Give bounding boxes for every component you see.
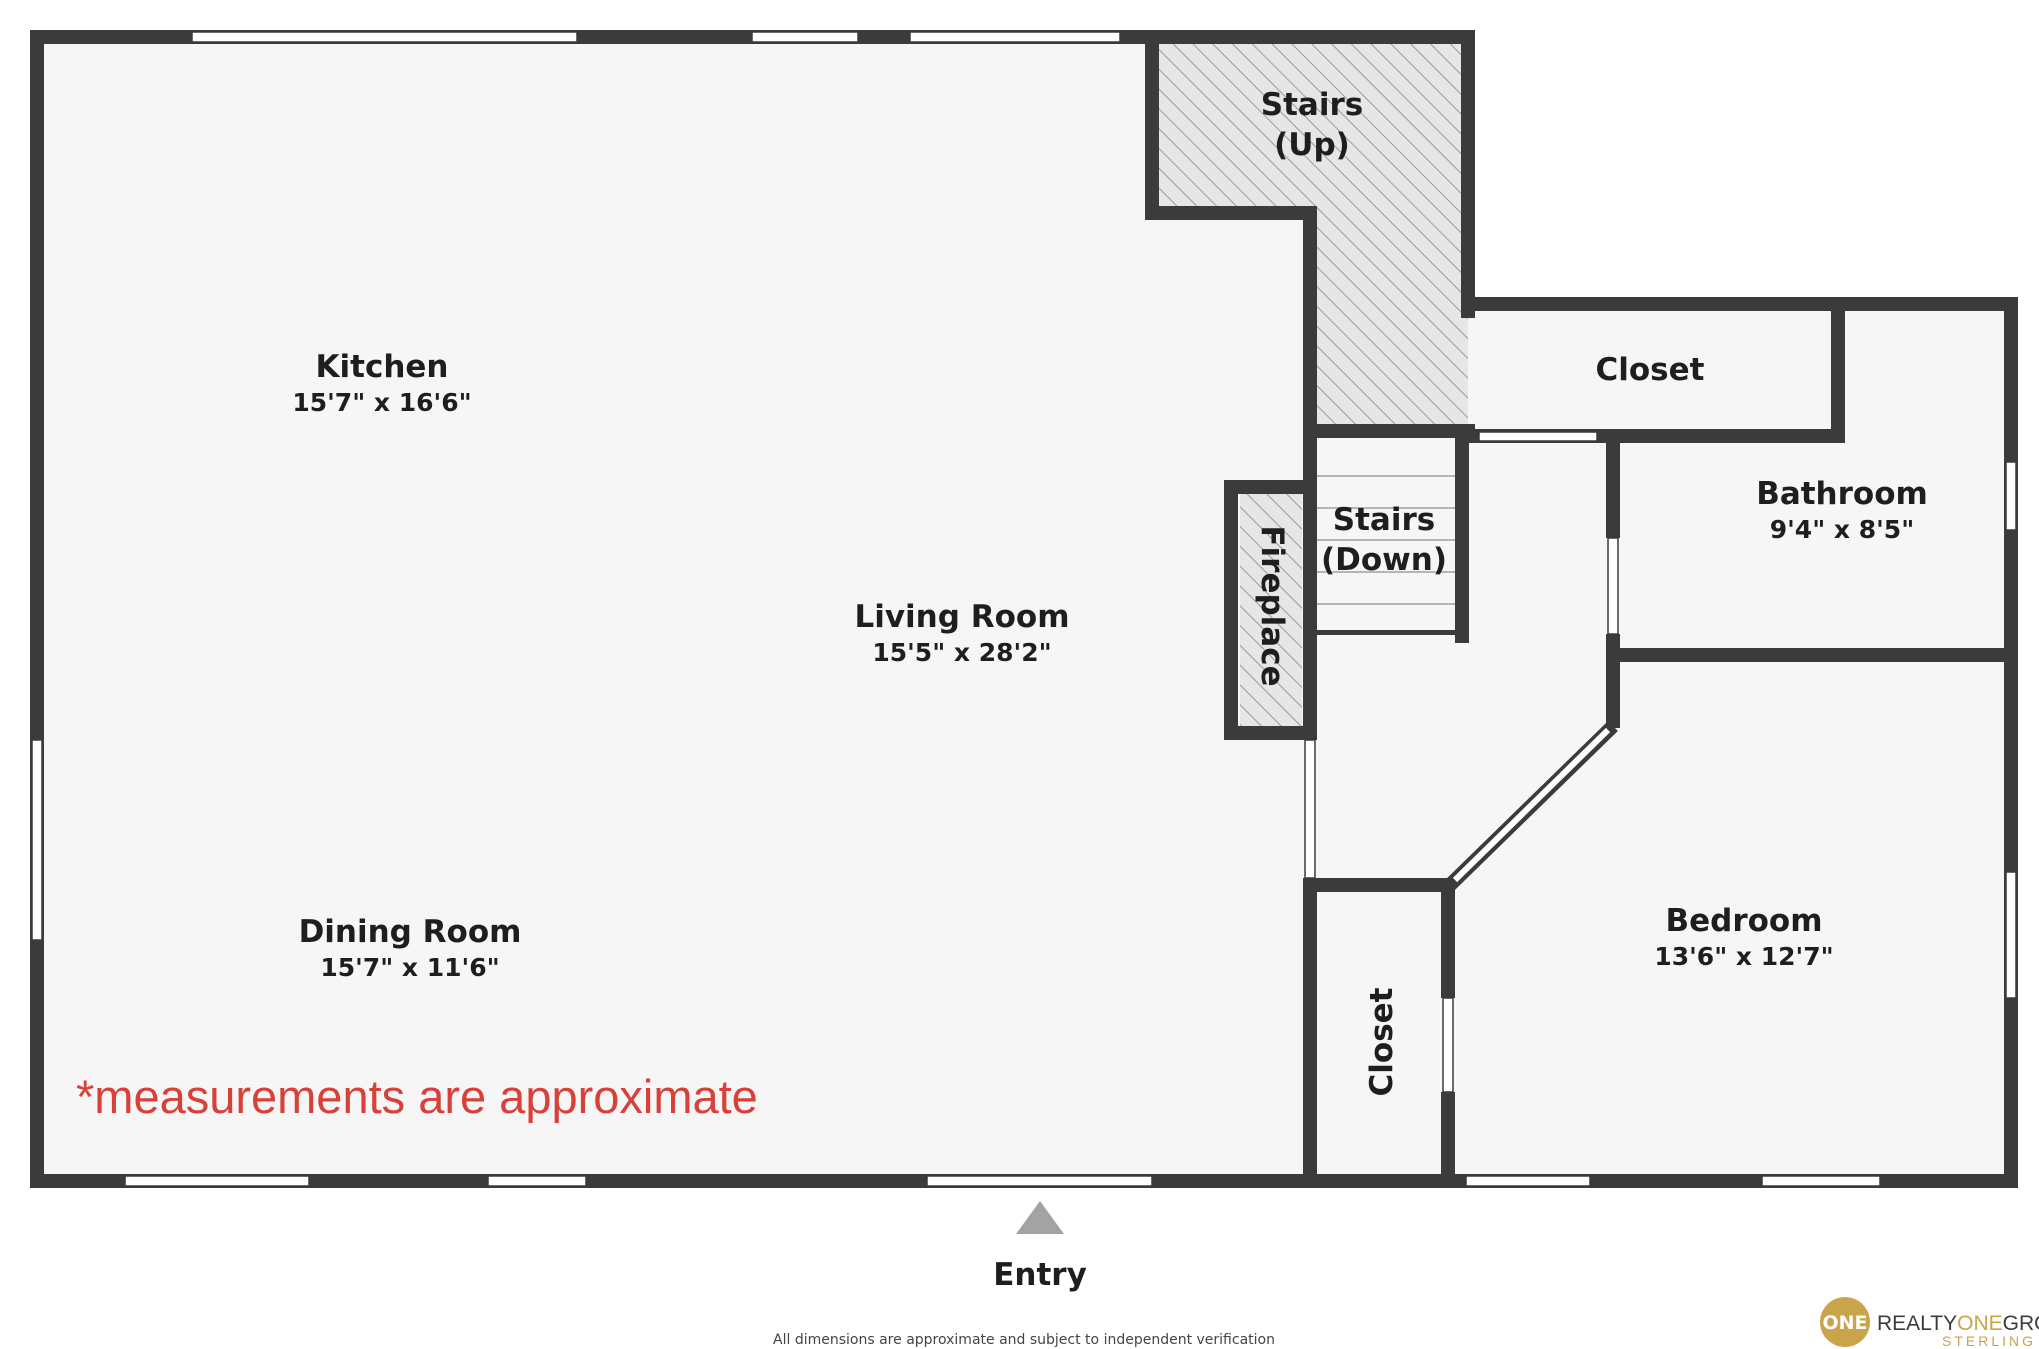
fireplace-area (1240, 494, 1302, 726)
bathroom-name: Bathroom (1756, 476, 1928, 512)
bedroom-name: Bedroom (1665, 903, 1822, 939)
realty-logo: ONE REALTYONEGROUP STERLING (1820, 1297, 2039, 1349)
dining-room-name: Dining Room (299, 914, 522, 950)
entry-arrow-icon (1016, 1201, 1064, 1234)
closet-top-name: Closet (1596, 352, 1705, 388)
stairs-up-area (1152, 38, 1468, 432)
bedroom-dims: 13'6" x 12'7" (1654, 942, 1833, 971)
bathroom-dims: 9'4" x 8'5" (1770, 515, 1914, 544)
kitchen-name: Kitchen (315, 349, 448, 385)
measurement-disclaimer: *measurements are approximate (76, 1070, 758, 1123)
windows (31, 31, 2017, 1187)
living-room-dims: 15'5" x 28'2" (872, 638, 1051, 667)
stairs-down-line2: (Down) (1321, 542, 1447, 578)
logo-badge-text: ONE (1822, 1312, 1867, 1334)
fireplace-name: Fireplace (1254, 525, 1290, 686)
hall-diagonal (1445, 720, 1618, 891)
logo-badge-icon (1820, 1297, 1870, 1347)
closet-bottom-name: Closet (1364, 987, 1400, 1096)
stairs-down-line1: Stairs (1333, 502, 1435, 538)
logo-sub: STERLING (1942, 1333, 2036, 1349)
logo-brand: REALTYONEGROUP (1877, 1312, 2039, 1335)
dining-room-dims: 15'7" x 11'6" (320, 953, 499, 982)
kitchen-dims: 15'7" x 16'6" (292, 388, 471, 417)
stairs-down-treads (1316, 475, 1462, 605)
logo-brand-b: ONE (1957, 1312, 2003, 1335)
living-room-name: Living Room (854, 599, 1069, 635)
entry-label: Entry (993, 1257, 1087, 1293)
logo-brand-a: REALTY (1877, 1312, 1957, 1335)
dimensions-footnote: All dimensions are approximate and subje… (773, 1332, 1275, 1348)
stairs-up-line1: Stairs (1261, 87, 1363, 123)
stairs-up-line2: (Up) (1274, 127, 1350, 163)
logo-brand-c: GROUP (2003, 1312, 2039, 1335)
